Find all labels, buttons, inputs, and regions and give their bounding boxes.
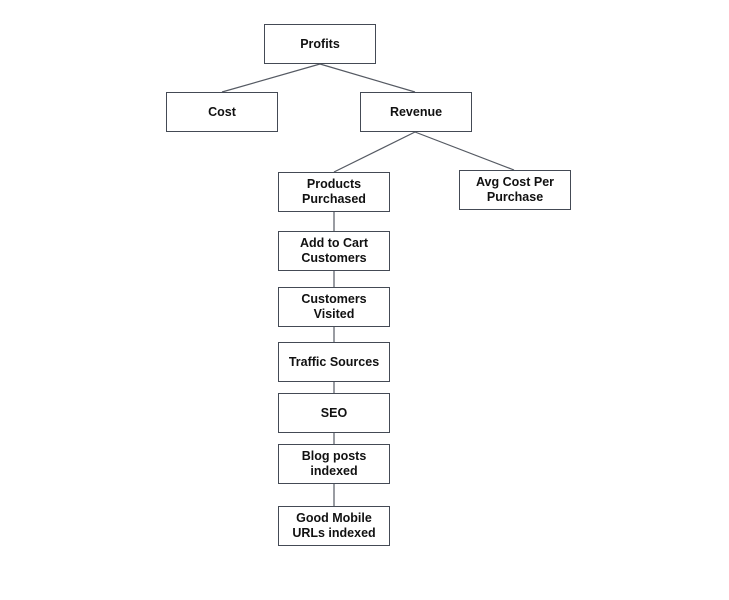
node-revenue: Revenue [360, 92, 472, 132]
node-blog-posts-indexed: Blog posts indexed [278, 444, 390, 484]
node-avg-cost-per-purchase: Avg Cost Per Purchase [459, 170, 571, 210]
node-seo: SEO [278, 393, 390, 433]
node-traffic-sources: Traffic Sources [278, 342, 390, 382]
node-cost: Cost [166, 92, 278, 132]
node-label: Products Purchased [302, 177, 366, 206]
node-label: Revenue [389, 104, 443, 119]
edge-revenue-products-purchased [333, 131, 416, 173]
node-label: Blog posts indexed [301, 449, 367, 478]
node-label: SEO [320, 405, 348, 420]
node-products-purchased: Products Purchased [278, 172, 390, 212]
node-label: Good Mobile URLs indexed [292, 511, 376, 540]
edge-revenue-avg-cost [414, 131, 515, 171]
node-label: Profits [300, 36, 340, 51]
node-add-to-cart-customers: Add to Cart Customers [278, 231, 390, 271]
edge-profits-cost [221, 63, 321, 93]
node-label: Traffic Sources [288, 354, 380, 369]
edge-profits-revenue [319, 63, 416, 93]
node-label: Customers Visited [301, 292, 367, 321]
node-customers-visited: Customers Visited [278, 287, 390, 327]
node-profits: Profits [264, 24, 376, 64]
node-good-mobile-urls-indexed: Good Mobile URLs indexed [278, 506, 390, 546]
node-label: Cost [208, 104, 236, 119]
node-label: Add to Cart Customers [299, 236, 369, 265]
node-label: Avg Cost Per Purchase [475, 175, 555, 204]
